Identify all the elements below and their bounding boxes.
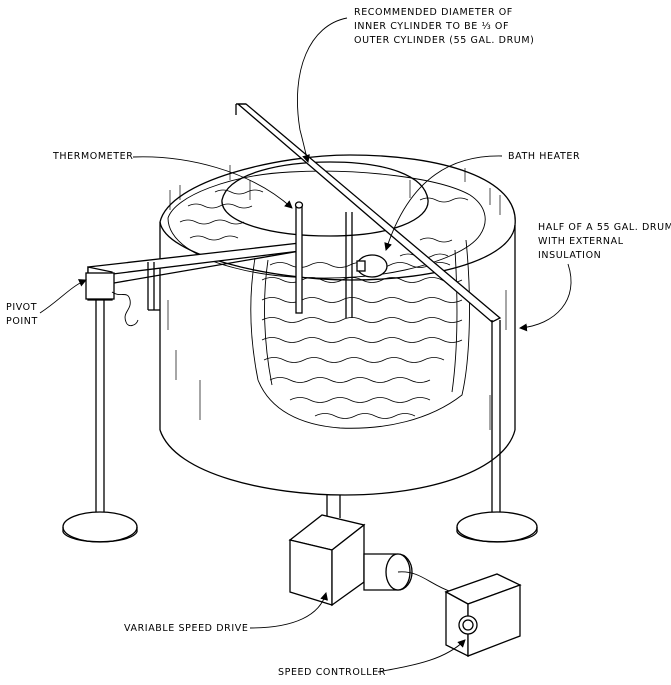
recommended-label-line3: OUTER CYLINDER (55 GAL. DRUM): [354, 35, 535, 46]
bath-heater: [345, 212, 388, 318]
speed-controller-label: SPEED CONTROLLER: [278, 667, 386, 678]
variable-speed-drive-label: VARIABLE SPEED DRIVE: [124, 623, 249, 634]
bath-heater-label: BATH HEATER: [508, 151, 581, 162]
leader-lines: [39, 17, 572, 673]
left-stand: [62, 299, 138, 543]
drum-label-line1: HALF OF A 55 GAL. DRUM: [538, 222, 671, 233]
thermometer-label: THERMOMETER: [53, 151, 134, 162]
speed-controller: [444, 573, 522, 658]
recommended-label-line1: RECOMMENDED DIAMETER OF: [354, 7, 513, 18]
pivot-link: [111, 262, 160, 327]
outer-drum: [159, 154, 516, 496]
pivot-label-line2: POINT: [6, 316, 38, 327]
diagonal-beam: [235, 103, 502, 323]
drum-label-line3: INSULATION: [538, 250, 602, 261]
right-stand: [456, 320, 538, 543]
pivot-label-line1: PIVOT: [6, 302, 38, 313]
variable-speed-drive: [288, 495, 453, 607]
thermometer: [294, 201, 304, 314]
drum-label-line2: WITH EXTERNAL: [538, 236, 624, 247]
bath-liquid: [167, 170, 486, 279]
recommended-label-line2: INNER CYLINDER TO BE ⅓ OF: [354, 21, 510, 32]
